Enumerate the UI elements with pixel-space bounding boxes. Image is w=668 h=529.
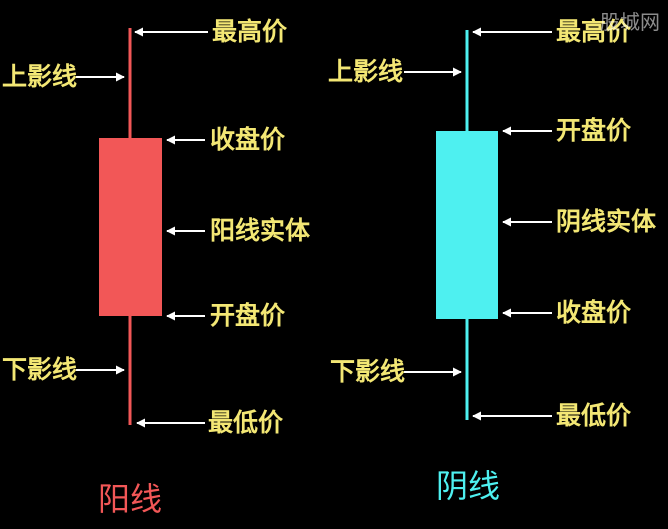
watermark: 股城网 xyxy=(600,10,660,34)
label-yin-open: 开盘价 xyxy=(556,116,632,145)
title-yin: 阴线 xyxy=(436,467,501,505)
label-yang-high: 最高价 xyxy=(212,17,288,46)
yin-body xyxy=(436,131,498,319)
label-yin-low: 最低价 xyxy=(556,401,632,430)
label-yang-upper-shadow: 上影线 xyxy=(2,62,78,91)
yang-body xyxy=(99,138,162,316)
label-yin-close: 收盘价 xyxy=(556,298,632,327)
label-yang-lower-shadow: 下影线 xyxy=(2,355,78,384)
label-yang-low: 最低价 xyxy=(208,408,284,437)
label-yin-lower-shadow: 下影线 xyxy=(330,357,406,386)
title-yang: 阳线 xyxy=(98,480,163,518)
label-yin-high: 最高价 xyxy=(556,17,632,46)
label-yang-close: 收盘价 xyxy=(210,125,286,154)
label-yang-body: 阳线实体 xyxy=(210,216,311,245)
label-yin-body: 阴线实体 xyxy=(556,207,657,236)
label-yin-upper-shadow: 上影线 xyxy=(328,57,404,86)
label-yang-open: 开盘价 xyxy=(210,301,286,330)
